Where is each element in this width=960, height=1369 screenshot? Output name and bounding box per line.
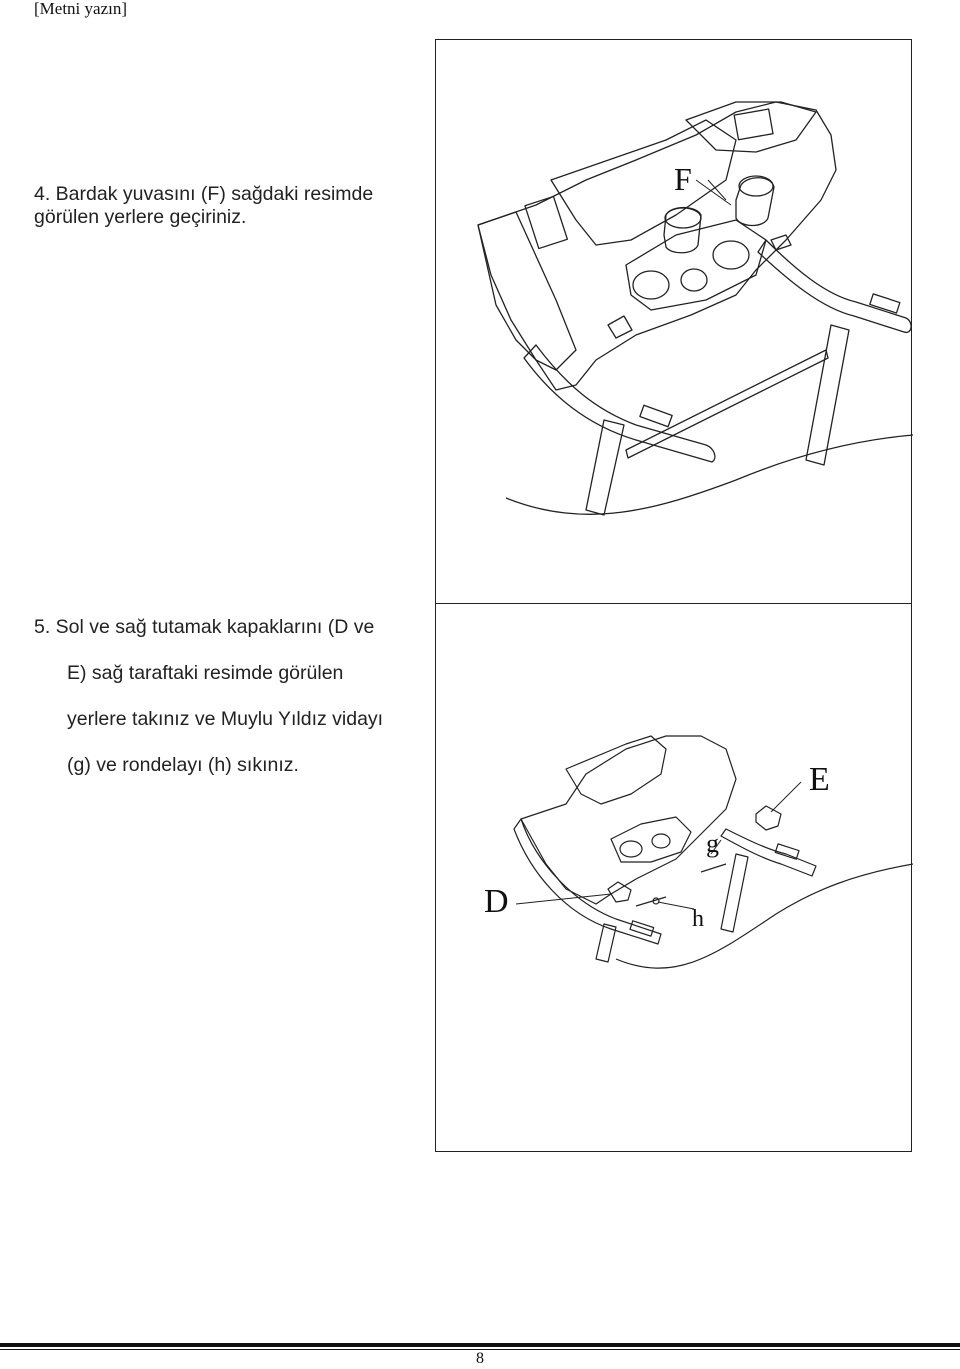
step-5-line: yerlere takınız ve Muylu Yıldız vidayı [67,708,384,730]
step-4-instruction: 4. Bardak yuvasını (F) sağdaki resimde g… [34,183,374,228]
footer-rule-thin [0,1349,960,1350]
treadmill-handrail-covers-illustration: E g D h [484,735,913,969]
callout-label-D: D [484,883,509,920]
callout-label-h: h [692,906,704,932]
step-5-line: (g) ve rondelayı (h) sıkınız. [67,754,299,776]
treadmill-console-cupholder-illustration: F [477,101,913,516]
callout-label-F: F [674,161,692,197]
figure-2-frame: E g D h [435,603,913,1152]
callout-label-E: E [809,761,830,798]
step-5-line: 5. Sol ve sağ tutamak kapaklarını (D ve [34,616,375,638]
header-text: [Metni yazın] [34,0,127,18]
page-number: 8 [476,1350,484,1367]
step-5-line: E) sağ taraftaki resimde görülen [67,662,344,684]
figure-1-frame: F [435,39,913,604]
callout-label-g: g [706,829,719,858]
footer-rule-thick [0,1343,960,1347]
